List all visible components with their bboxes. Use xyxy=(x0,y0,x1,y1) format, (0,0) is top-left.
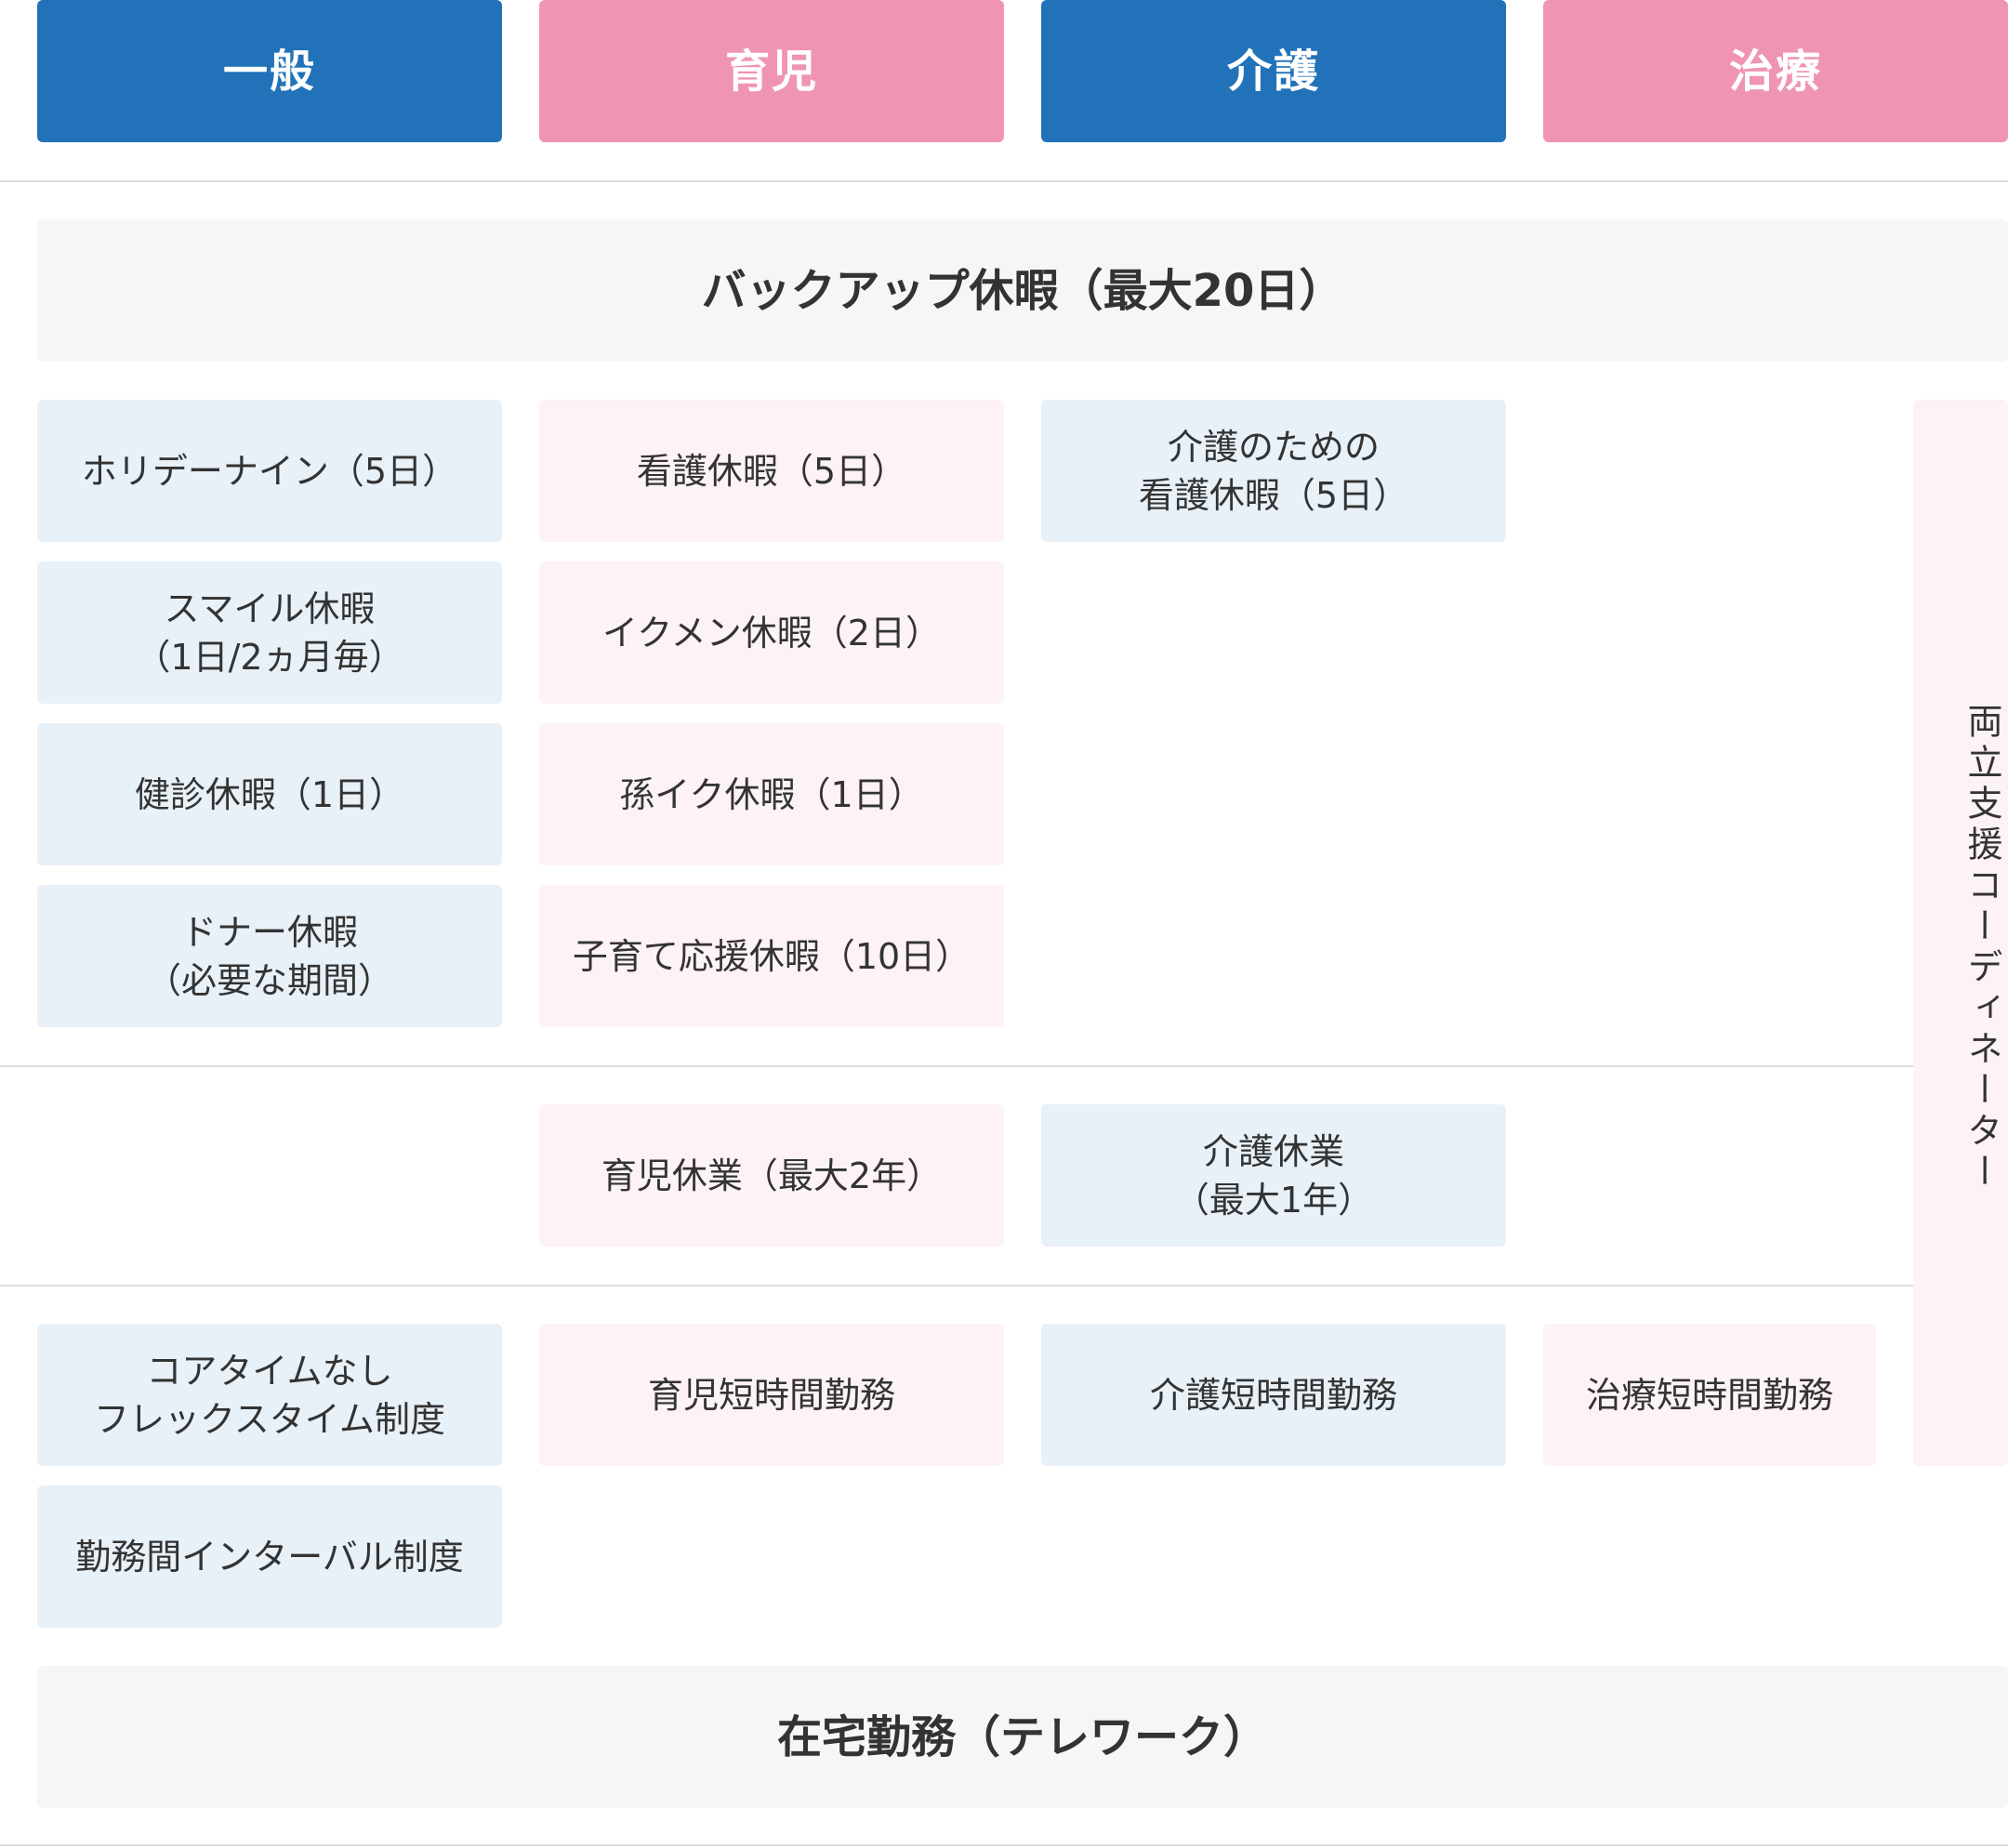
ikumen-leave: イクメン休暇（2日） xyxy=(539,561,1004,704)
holiday-nine-leave: ホリデーナイン（5日） xyxy=(37,400,502,542)
childcare-leave-long: 育児休業（最大2年） xyxy=(539,1104,1004,1247)
nursing-leave-long: 介護休業 （最大1年） xyxy=(1041,1104,1506,1247)
smile-leave: スマイル休暇 （1日/2ヵ月毎） xyxy=(37,561,502,704)
telework: 在宅勤務（テレワーク） xyxy=(37,1666,2008,1808)
core-time-flex: コアタイムなし フレックスタイム制度 xyxy=(37,1324,502,1466)
health-check-leave: 健診休暇（1日） xyxy=(37,723,502,865)
header-general: 一般 xyxy=(37,0,502,142)
header-childcare: 育児 xyxy=(539,0,1004,142)
header-treatment: 治療 xyxy=(1543,0,2008,142)
treatment-short-hours: 治療短時間勤務 xyxy=(1543,1324,1876,1466)
divider-long-leave xyxy=(0,1285,1913,1287)
header-nursing: 介護 xyxy=(1041,0,1506,142)
donor-leave: ドナー休暇 （必要な期間） xyxy=(37,885,502,1027)
divider-bottom xyxy=(0,1844,2008,1846)
coordinator-bar xyxy=(1913,400,2008,1466)
divider-top xyxy=(0,180,2008,182)
nursing-care-leave: 介護のための 看護休暇（5日） xyxy=(1041,400,1506,542)
coordinator-label: 両立支援コーディネーター xyxy=(1962,703,2002,1194)
childcare-short-hours: 育児短時間勤務 xyxy=(539,1324,1004,1466)
childcare-nursing-leave: 看護休暇（5日） xyxy=(539,400,1004,542)
grandchild-leave: 孫イク休暇（1日） xyxy=(539,723,1004,865)
divider-leave xyxy=(0,1065,1913,1067)
backup-leave: バックアップ休暇（最大20日） xyxy=(37,219,2008,362)
nursing-short-hours: 介護短時間勤務 xyxy=(1041,1324,1506,1466)
work-interval: 勤務間インターバル制度 xyxy=(37,1485,502,1628)
parenting-support-leave: 子育て応援休暇（10日） xyxy=(539,885,1004,1027)
